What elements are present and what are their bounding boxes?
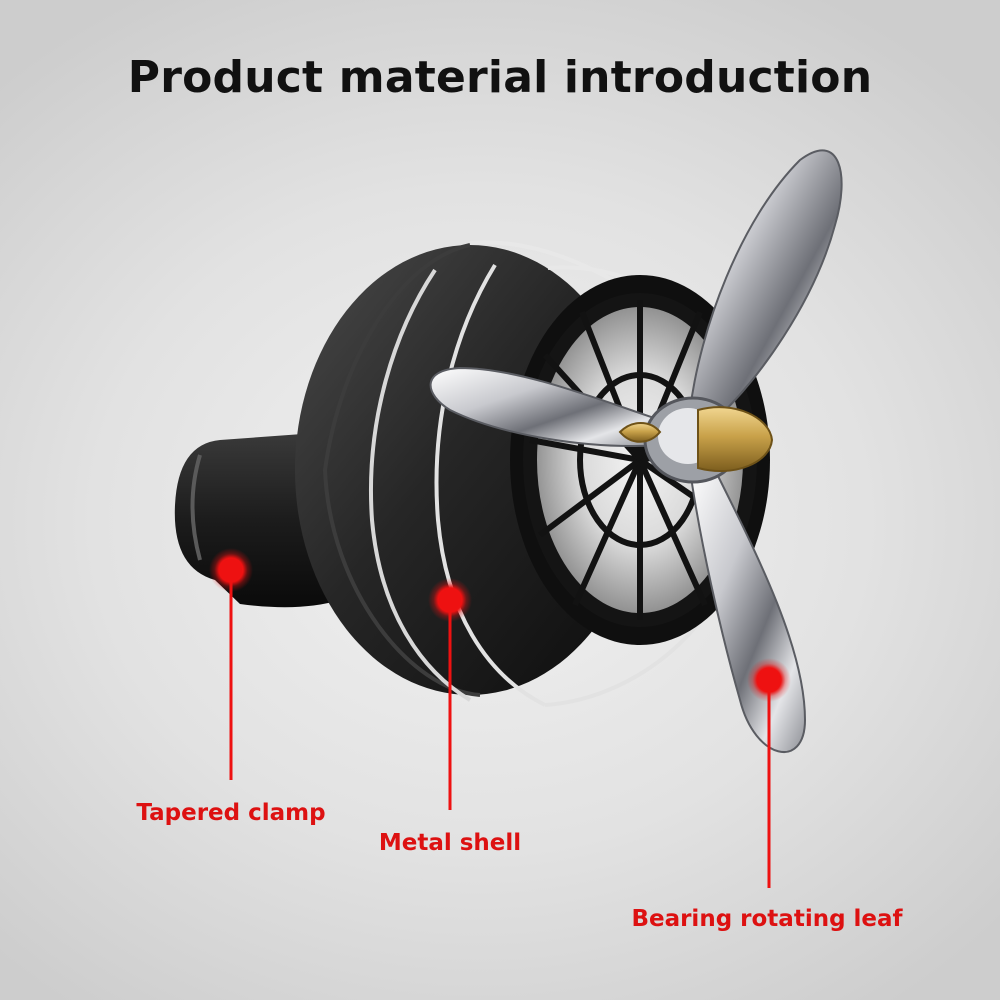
page-title: Product material introduction: [127, 52, 873, 103]
callout-shell: [428, 578, 472, 810]
callout-clamp: [209, 548, 253, 780]
tapered-clamp-label: Tapered clamp: [136, 800, 326, 826]
callout-leaf: [747, 658, 791, 888]
bearing-rotating-leaf-label: Bearing rotating leaf: [631, 906, 903, 932]
metal-shell-label: Metal shell: [378, 830, 522, 856]
